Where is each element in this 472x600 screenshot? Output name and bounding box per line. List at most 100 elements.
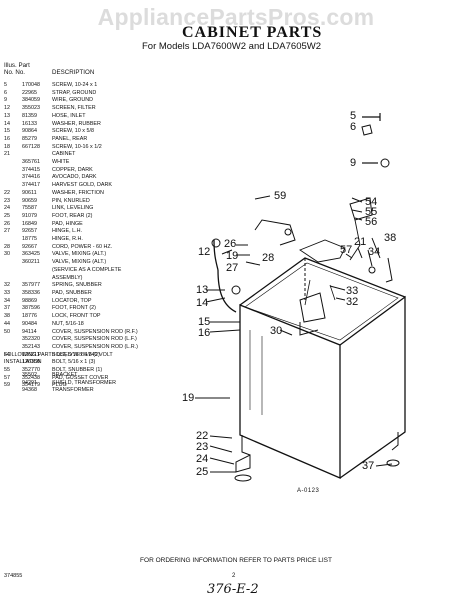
- callout-6: 6: [350, 121, 357, 133]
- illus-number: 27: [4, 228, 10, 235]
- part-description: PAD, SNUBBER: [52, 289, 92, 296]
- part-number: 667128: [22, 143, 40, 150]
- parts-row: 360211 VALVE, MIXING (ALT.): [4, 259, 204, 267]
- illus-number: 54: [4, 351, 10, 358]
- parts-row: 16 85279 PANEL, REAR: [4, 136, 204, 144]
- parts-row: (SERVICE AS A COMPLETE: [4, 267, 204, 275]
- handwritten-note: 376-E-2: [207, 582, 259, 597]
- illus-number: 16: [4, 135, 10, 142]
- part-description: HARVEST GOLD, DARK: [52, 182, 113, 189]
- part-description: FOOT, REAR (2): [52, 212, 93, 219]
- illus-number: 33: [4, 289, 10, 296]
- callout-34: 34: [368, 246, 381, 258]
- illus-number: 55: [4, 367, 10, 374]
- part-number: 354179: [22, 382, 40, 389]
- illus-number: 23: [4, 197, 10, 204]
- part-description: PAD, HINGE: [52, 220, 83, 227]
- part-description: FOOT, FRONT (2): [52, 305, 96, 312]
- part-description: COPPER, DARK: [52, 166, 93, 173]
- part-description: PIN, KNURLED: [52, 197, 90, 204]
- callout-21: 21: [354, 236, 367, 248]
- callout-26: 26: [224, 238, 237, 250]
- callout-38: 38: [384, 232, 397, 244]
- part-description: NUT, 5/16-18: [52, 320, 84, 327]
- part-number: 360211: [22, 259, 40, 266]
- illus-number: 14: [4, 120, 10, 127]
- illus-number: 18: [4, 143, 10, 150]
- part-number: 90864: [22, 128, 37, 135]
- part-number: 357977: [22, 282, 40, 289]
- part-number: 85279: [22, 135, 37, 142]
- part-description: BRACKET: [52, 372, 78, 378]
- illus-number: 34: [4, 297, 10, 304]
- part-number: 22965: [22, 89, 37, 96]
- illus-number: 57: [4, 374, 10, 381]
- part-number: 126211: [22, 351, 40, 358]
- callout-12: 12: [198, 246, 211, 258]
- part-number: 352438: [22, 374, 40, 381]
- part-number: 352143: [22, 343, 40, 350]
- part-number: 18776: [22, 313, 37, 320]
- parts-row: ASSEMBLY): [4, 275, 204, 283]
- part-number: 355023: [22, 105, 40, 112]
- part-number: 94114: [22, 328, 37, 335]
- part-description: VALVE, MIXING (ALT.): [52, 259, 107, 266]
- part-description: COVER, SUSPENSION ROD (L.F.): [52, 336, 137, 343]
- part-number: 81359: [22, 112, 37, 119]
- part-description: SCREW, 10-24 x 1: [52, 82, 98, 88]
- callout-19-upper: 19: [226, 250, 239, 262]
- cabinet-front-face: [239, 304, 341, 479]
- part-description: SCREW, 10-16 x 1/2: [52, 143, 102, 150]
- part-number: 92657: [22, 228, 37, 235]
- illus-number: 59: [4, 382, 10, 389]
- part-number: 90659: [22, 197, 37, 204]
- illus-number: 12: [4, 105, 10, 112]
- part-description: BOLT, 5/16 x 5/8 (2): [52, 351, 100, 358]
- callout-14: 14: [196, 297, 209, 309]
- callout-59: 59: [274, 190, 287, 202]
- part-number: 387596: [22, 305, 40, 312]
- part-description: TRANSFORMER: [52, 387, 94, 394]
- callout-23: 23: [196, 441, 209, 453]
- part-number: 352320: [22, 336, 40, 343]
- part-description: HINGE, R.H.: [52, 236, 83, 243]
- callout-15: 15: [198, 316, 211, 328]
- illus-number: 22: [4, 189, 10, 196]
- callout-55: 55: [365, 206, 378, 218]
- callout-57: 57: [340, 244, 353, 256]
- page-number: 2: [232, 573, 236, 579]
- part-description: (SERVICE AS A COMPLETE: [52, 266, 122, 273]
- part-number: 98869: [22, 297, 37, 304]
- illus-number: 5: [4, 82, 7, 88]
- cabinet-right-face: [339, 295, 406, 479]
- callout-30: 30: [270, 325, 283, 337]
- illus-number: 9: [4, 97, 7, 104]
- illus-number: 25: [4, 212, 10, 219]
- part-description: PANEL, REAR: [52, 135, 88, 142]
- header-illus-label: Illus. Part: [4, 62, 30, 69]
